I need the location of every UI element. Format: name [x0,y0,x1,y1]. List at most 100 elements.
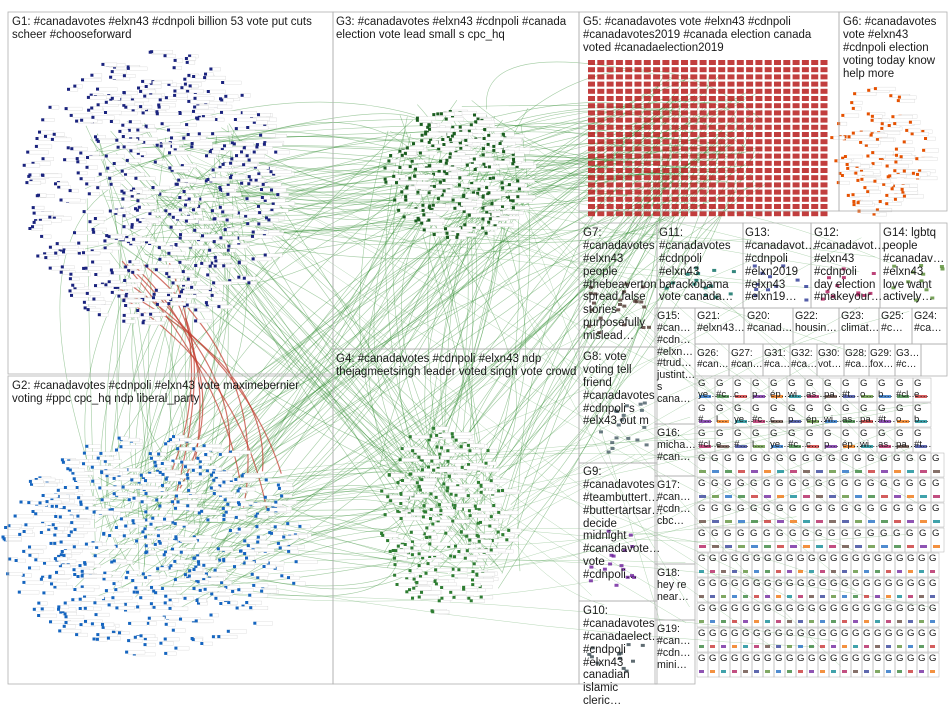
node [853,670,858,673]
node [908,620,913,623]
small-group-box [917,553,928,577]
node [508,183,511,186]
node [597,125,604,130]
node-label [407,198,420,202]
node [844,155,847,158]
node [732,570,737,573]
node [681,132,688,137]
node [919,595,924,598]
node [597,82,604,87]
node [802,146,809,151]
node [70,530,73,533]
node [625,103,632,108]
node-label [125,486,143,490]
node-label [436,185,453,189]
node [802,125,809,130]
node [461,466,464,469]
small-group-box [895,553,906,577]
node [755,154,762,159]
node [80,177,83,180]
node-label [840,181,850,185]
node [861,420,873,423]
small-group-box [749,453,762,477]
node [925,288,929,291]
node-label [502,142,516,146]
node [105,101,108,104]
node-label [395,175,405,179]
node [811,74,818,79]
node [755,175,762,180]
node-label [95,298,104,302]
node [80,503,83,506]
node [222,518,225,521]
node-label [504,489,517,493]
node-label [118,209,126,213]
node [247,281,250,284]
node [395,181,398,184]
node [111,596,114,599]
node [607,60,614,65]
node [831,670,836,673]
node [97,103,100,106]
node [218,559,221,562]
node-label [162,642,173,646]
node-label [430,562,439,566]
node-label [431,438,438,442]
node-label [290,550,299,554]
node [774,60,781,65]
node [73,545,76,548]
node [717,445,729,448]
node-label [209,273,218,277]
node [635,161,642,166]
node [709,197,716,202]
node [616,96,623,101]
node [475,573,478,576]
node [443,189,446,192]
node [635,82,642,87]
node [919,670,924,673]
node [436,112,439,115]
node [635,439,639,442]
node-label [95,231,102,235]
small-group-box [853,478,866,502]
node [889,94,892,97]
node-label [277,501,296,505]
node [820,570,825,573]
node [897,99,900,102]
node [56,242,59,245]
node [777,520,784,523]
node [867,112,870,115]
node [49,267,52,270]
node-label [255,548,275,552]
node-label [900,99,915,103]
node [699,645,704,648]
node [662,139,669,144]
node [802,190,809,195]
node [754,620,759,623]
node [63,625,66,628]
node [142,321,145,324]
node-label [431,164,443,168]
node [672,89,679,94]
node [672,168,679,173]
node [132,519,135,522]
node [109,210,112,213]
node-label [52,575,72,579]
node-label [463,530,476,534]
node [458,202,461,205]
node [690,125,697,130]
node-label [118,606,134,610]
node [868,495,875,498]
node [206,518,209,521]
node-label [148,85,161,89]
node [429,517,432,520]
node-label [466,210,477,214]
node [136,209,139,212]
node [829,520,836,523]
node [499,142,502,145]
node [709,168,716,173]
node-label [264,196,270,200]
node-label [186,190,200,194]
node [933,470,940,473]
node [184,597,187,600]
